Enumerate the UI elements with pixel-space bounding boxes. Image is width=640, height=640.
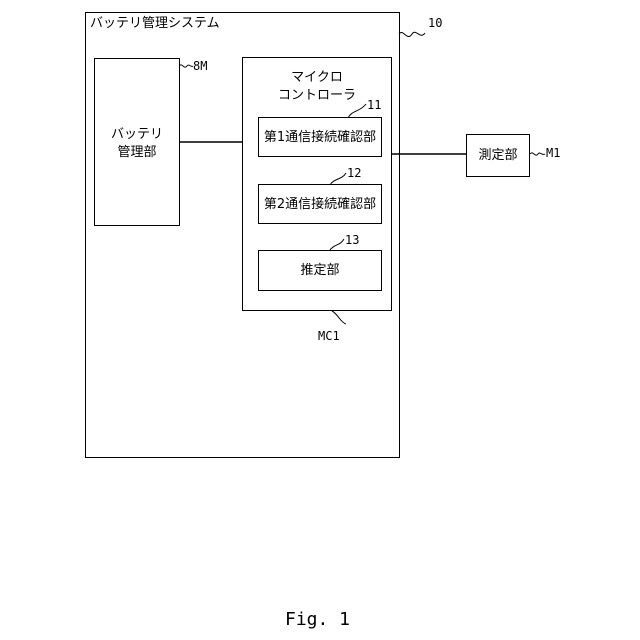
- battery-management-unit-box: [94, 58, 180, 226]
- figure-caption: Fig. 1: [285, 611, 350, 629]
- block-13-ref: 13: [345, 234, 359, 246]
- block-11-ref: 11: [367, 99, 381, 111]
- estimation-unit-label: 推定部: [258, 264, 382, 277]
- microcontroller-label-line1: マイクロ: [242, 71, 392, 84]
- bms-unit-ref: 8M: [193, 60, 207, 72]
- system-title: バッテリ管理システム: [90, 17, 220, 30]
- measurement-unit-label: 測定部: [466, 149, 530, 162]
- first-communication-check-label: 第1通信接続確認部: [258, 131, 382, 144]
- leader-m1: [530, 153, 545, 155]
- second-communication-check-label: 第2通信接続確認部: [258, 198, 382, 211]
- microcontroller-ref: MC1: [318, 330, 340, 342]
- block-12-ref: 12: [347, 167, 361, 179]
- leader-10: [399, 32, 425, 36]
- system-ref: 10: [428, 17, 442, 29]
- measurement-unit-ref: M1: [546, 147, 560, 159]
- bms-unit-label-line1: バッテリ: [94, 128, 180, 141]
- bms-unit-label-line2: 管理部: [94, 146, 180, 159]
